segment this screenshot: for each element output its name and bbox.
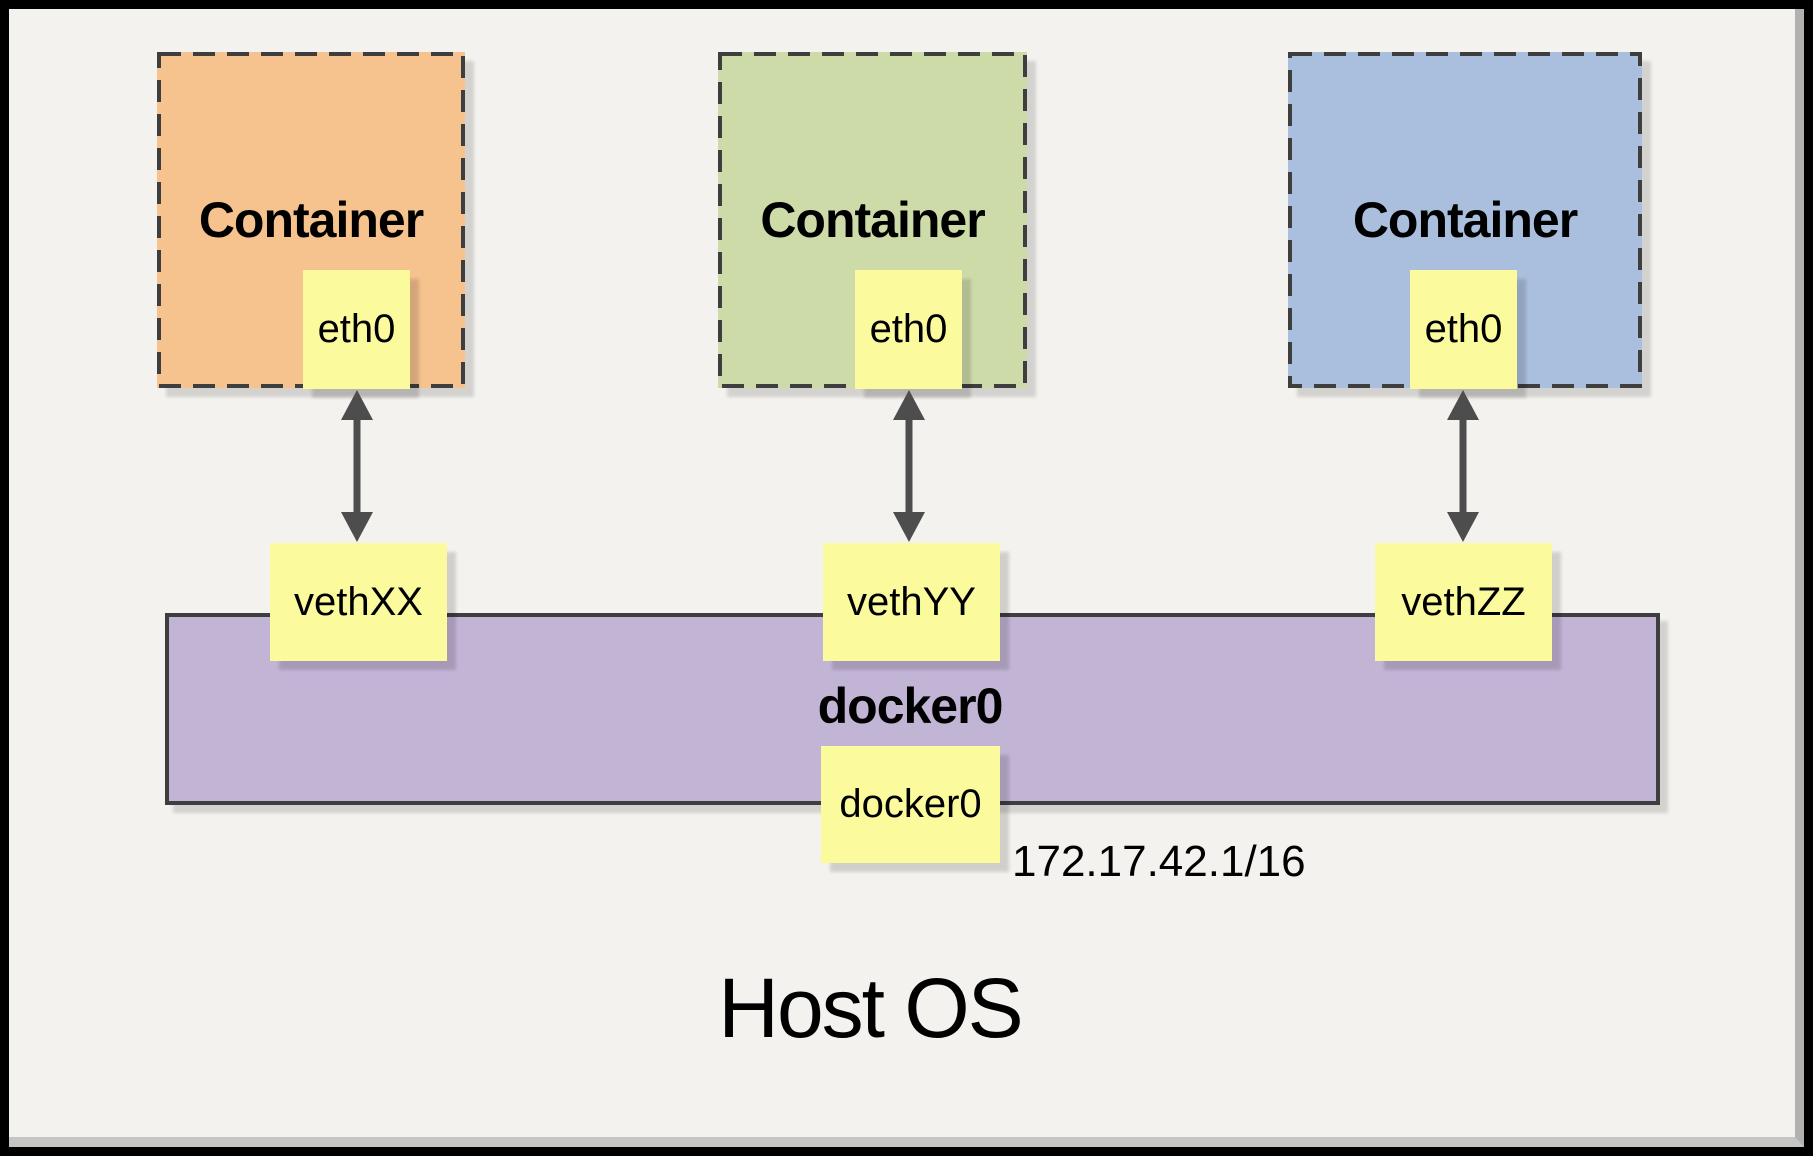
bridge-ip-label: 172.17.42.1/16 xyxy=(1012,837,1306,886)
double-arrow-icon xyxy=(341,390,373,542)
vethyy-box: vethYY xyxy=(823,543,1000,661)
vethxx-box: vethXX xyxy=(270,543,447,661)
double-arrow-icon xyxy=(1447,390,1479,542)
eth0-box-3: eth0 xyxy=(1410,270,1517,389)
container-label: Container xyxy=(760,192,985,248)
eth0-box-2: eth0 xyxy=(855,270,962,389)
diagram-canvas: Container Container Container eth0 eth0 … xyxy=(9,9,1804,1147)
container-label: Container xyxy=(198,192,424,248)
vethxx-label: vethXX xyxy=(294,579,423,624)
vethzz-box: vethZZ xyxy=(1375,543,1552,661)
eth0-label: eth0 xyxy=(869,307,948,351)
eth0-label: eth0 xyxy=(1424,307,1503,351)
double-arrow-icon xyxy=(893,390,925,542)
eth0-box-1: eth0 xyxy=(303,270,410,389)
docker0-bridge-title: docker0 xyxy=(817,678,1004,734)
vethyy-label: vethYY xyxy=(847,579,976,624)
docker0-interface-label: docker0 xyxy=(839,782,982,826)
docker0-interface-box: docker0 xyxy=(821,746,1000,863)
eth0-label: eth0 xyxy=(317,307,396,351)
host-os-label: Host OS xyxy=(718,961,1023,1055)
container-label: Container xyxy=(1352,192,1578,248)
vethzz-label: vethZZ xyxy=(1401,579,1526,624)
